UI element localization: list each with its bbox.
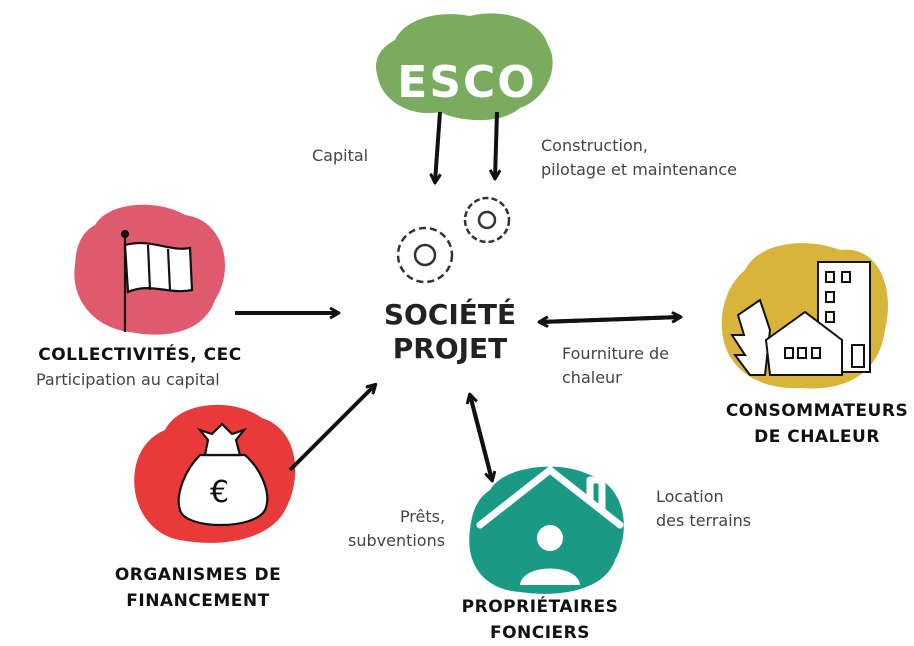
edge-label-construction: Construction, pilotage et maintenance	[541, 136, 738, 179]
house-icon	[764, 310, 843, 376]
money-bag-icon: €	[177, 422, 269, 526]
societe-projet-title: SOCIÉTÉ PROJET	[370, 298, 530, 366]
esco-blob	[375, 13, 553, 121]
organismes-title: ORGANISMES DE FINANCEMENT	[114, 565, 282, 611]
proprietaires-double-arrow	[470, 395, 492, 480]
esco-node	[375, 13, 553, 182]
gears-icon	[396, 196, 511, 284]
center-line1: SOCIÉTÉ	[383, 298, 517, 331]
esco-arrow-capital	[435, 111, 442, 182]
collectivites-title: COLLECTIVITÉS, CEC	[38, 345, 242, 365]
esco-arrow-construction	[495, 111, 497, 178]
organismes-arrow	[288, 385, 375, 472]
euro-symbol: €	[210, 475, 229, 510]
gear-large-icon	[396, 226, 454, 284]
esco-title: ESCO	[397, 57, 537, 108]
buildings-icon	[730, 261, 871, 376]
consommateurs-node	[721, 243, 888, 389]
collectivites-node	[74, 204, 338, 335]
gear-small-icon	[463, 196, 511, 244]
collectivites-subtitle: Participation au capital	[36, 370, 220, 389]
edge-label-prets: Prêts, subventions	[348, 507, 446, 550]
proprietaires-title: PROPRIÉTAIRES FONCIERS	[461, 597, 619, 643]
edge-label-location: Location des terrains	[656, 487, 752, 530]
consommateurs-title: CONSOMMATEURS DE CHALEUR	[725, 401, 909, 447]
proprietaires-node	[469, 395, 624, 594]
edge-label-capital: Capital	[312, 146, 369, 165]
center-line2: PROJET	[392, 332, 508, 365]
flag-icon	[120, 229, 194, 332]
home-person-icon	[476, 466, 624, 585]
consommateurs-double-arrow	[540, 317, 680, 322]
organismes-node: €	[134, 385, 375, 543]
edge-label-fourniture: Fourniture de chaleur	[562, 344, 670, 387]
